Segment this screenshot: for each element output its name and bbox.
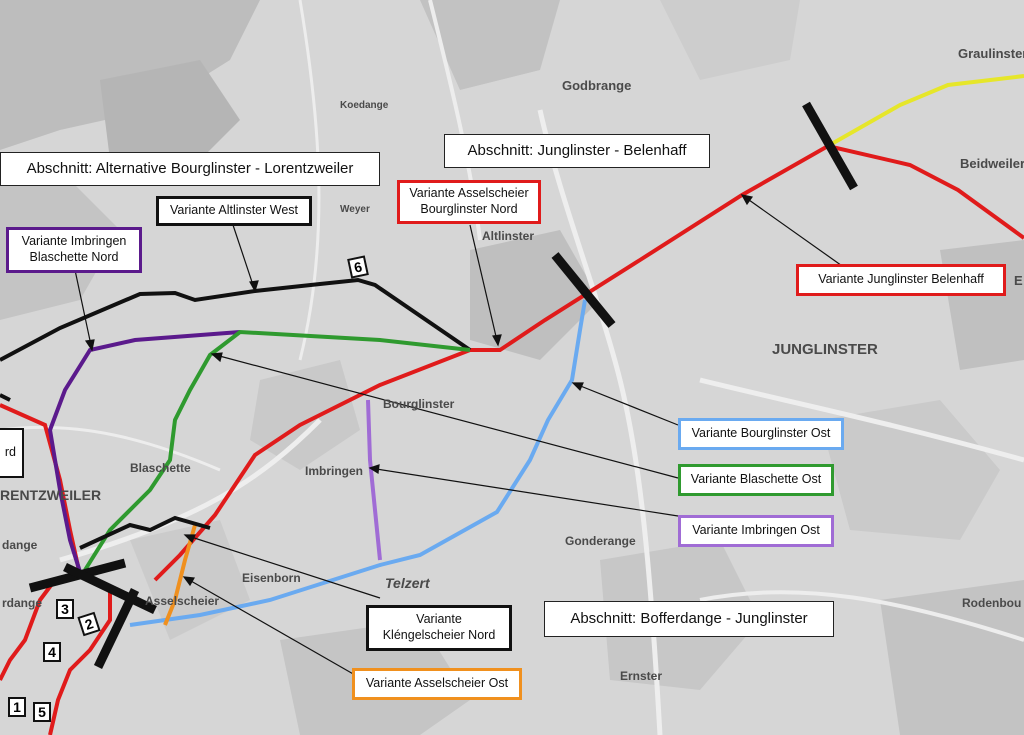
route-imbringen-ost bbox=[366, 399, 382, 561]
variant-asselscheier-ost: Variante Asselscheier Ost bbox=[352, 668, 522, 700]
route-green bbox=[83, 329, 471, 572]
place-rdange: rdange bbox=[2, 596, 42, 610]
section-divider-bars bbox=[28, 101, 858, 669]
place-ernster: Ernster bbox=[620, 669, 662, 683]
place-bourglinster: Bourglinster bbox=[383, 397, 455, 411]
place-koedange: Koedange bbox=[340, 100, 389, 111]
section-bourglinster-lorentzweiler: Abschnitt: Alternative Bourglinster - Lo… bbox=[0, 152, 380, 186]
section-junglinster-belenhaff: Abschnitt: Junglinster - Belenhaff bbox=[444, 134, 710, 168]
variant-asselscheier-bourglinster-nord: Variante Asselscheier Bourglinster Nord bbox=[397, 180, 541, 224]
route-yellow bbox=[827, 74, 1024, 148]
route-blue bbox=[129, 299, 587, 627]
route-black-altlinster-west bbox=[0, 393, 11, 402]
variant-asselscheier-bourglinster-line1: Variante Asselscheier bbox=[409, 186, 529, 201]
marker-4: 4 bbox=[43, 642, 61, 662]
place-eisenborn: Eisenborn bbox=[242, 571, 301, 585]
place-blaschette: Blaschette bbox=[130, 461, 191, 475]
variant-klengelscheier-nord: Variante Kléngelscheier Nord bbox=[366, 605, 512, 651]
place-graulinster: Graulinster bbox=[958, 46, 1024, 61]
route-purple bbox=[47, 330, 241, 573]
place-imbringen: Imbringen bbox=[305, 464, 363, 478]
variant-imbringen-blaschette-line1: Variante Imbringen bbox=[21, 234, 127, 249]
variant-junglinster-belenhaff: Variante Junglinster Belenhaff bbox=[796, 264, 1006, 296]
marker-6: 6 bbox=[347, 255, 369, 279]
place-lorentzweiler: RENTZWEILER bbox=[0, 487, 101, 503]
marker-5: 5 bbox=[33, 702, 51, 722]
route-black-klengelscheier bbox=[79, 515, 211, 550]
variant-bourglinster-ost: Variante Bourglinster Ost bbox=[678, 418, 844, 450]
variant-klengelscheier-line2: Kléngelscheier Nord bbox=[382, 628, 496, 642]
place-godbrange: Godbrange bbox=[562, 78, 631, 93]
variant-klengelscheier-line1: Variante bbox=[416, 612, 462, 627]
route-black-altlinster bbox=[0, 277, 472, 362]
place-junglinster: JUNGLINSTER bbox=[772, 341, 878, 358]
leader-arrows bbox=[74, 194, 846, 676]
place-beidweiler: Beidweiler bbox=[960, 156, 1024, 171]
variant-asselscheier-bourglinster-line2: Bourglinster Nord bbox=[420, 202, 518, 216]
route-red-main bbox=[153, 143, 1024, 582]
place-e-edge: E bbox=[1014, 273, 1023, 288]
place-asselscheier: Asselscheier bbox=[145, 594, 219, 608]
variant-imbringen-blaschette-line2: Blaschette Nord bbox=[29, 250, 119, 264]
place-telzert: Telzert bbox=[385, 575, 431, 591]
place-rodenbou: Rodenbou bbox=[962, 596, 1021, 610]
variant-imbringen-ost: Variante Imbringen Ost bbox=[678, 515, 834, 547]
place-gonderange: Gonderange bbox=[565, 534, 636, 548]
variant-blaschette-ost: Variante Blaschette Ost bbox=[678, 464, 834, 496]
section-bofferdange-junglinster: Abschnitt: Bofferdange - Junglinster bbox=[544, 601, 834, 637]
place-labels: Graulinster Godbrange Beidweiler Altlins… bbox=[0, 46, 1024, 683]
variant-altlinster-west: Variante Altlinster West bbox=[156, 196, 312, 226]
variant-left-edge-label: rd bbox=[0, 428, 24, 478]
route-orange bbox=[163, 524, 197, 626]
marker-3: 3 bbox=[56, 599, 74, 619]
place-weyer: Weyer bbox=[340, 204, 370, 215]
place-dange: dange bbox=[2, 538, 38, 552]
place-altlinster: Altlinster bbox=[482, 229, 534, 243]
marker-1: 1 bbox=[8, 697, 26, 717]
variant-imbringen-blaschette-nord: Variante Imbringen Blaschette Nord bbox=[6, 227, 142, 273]
